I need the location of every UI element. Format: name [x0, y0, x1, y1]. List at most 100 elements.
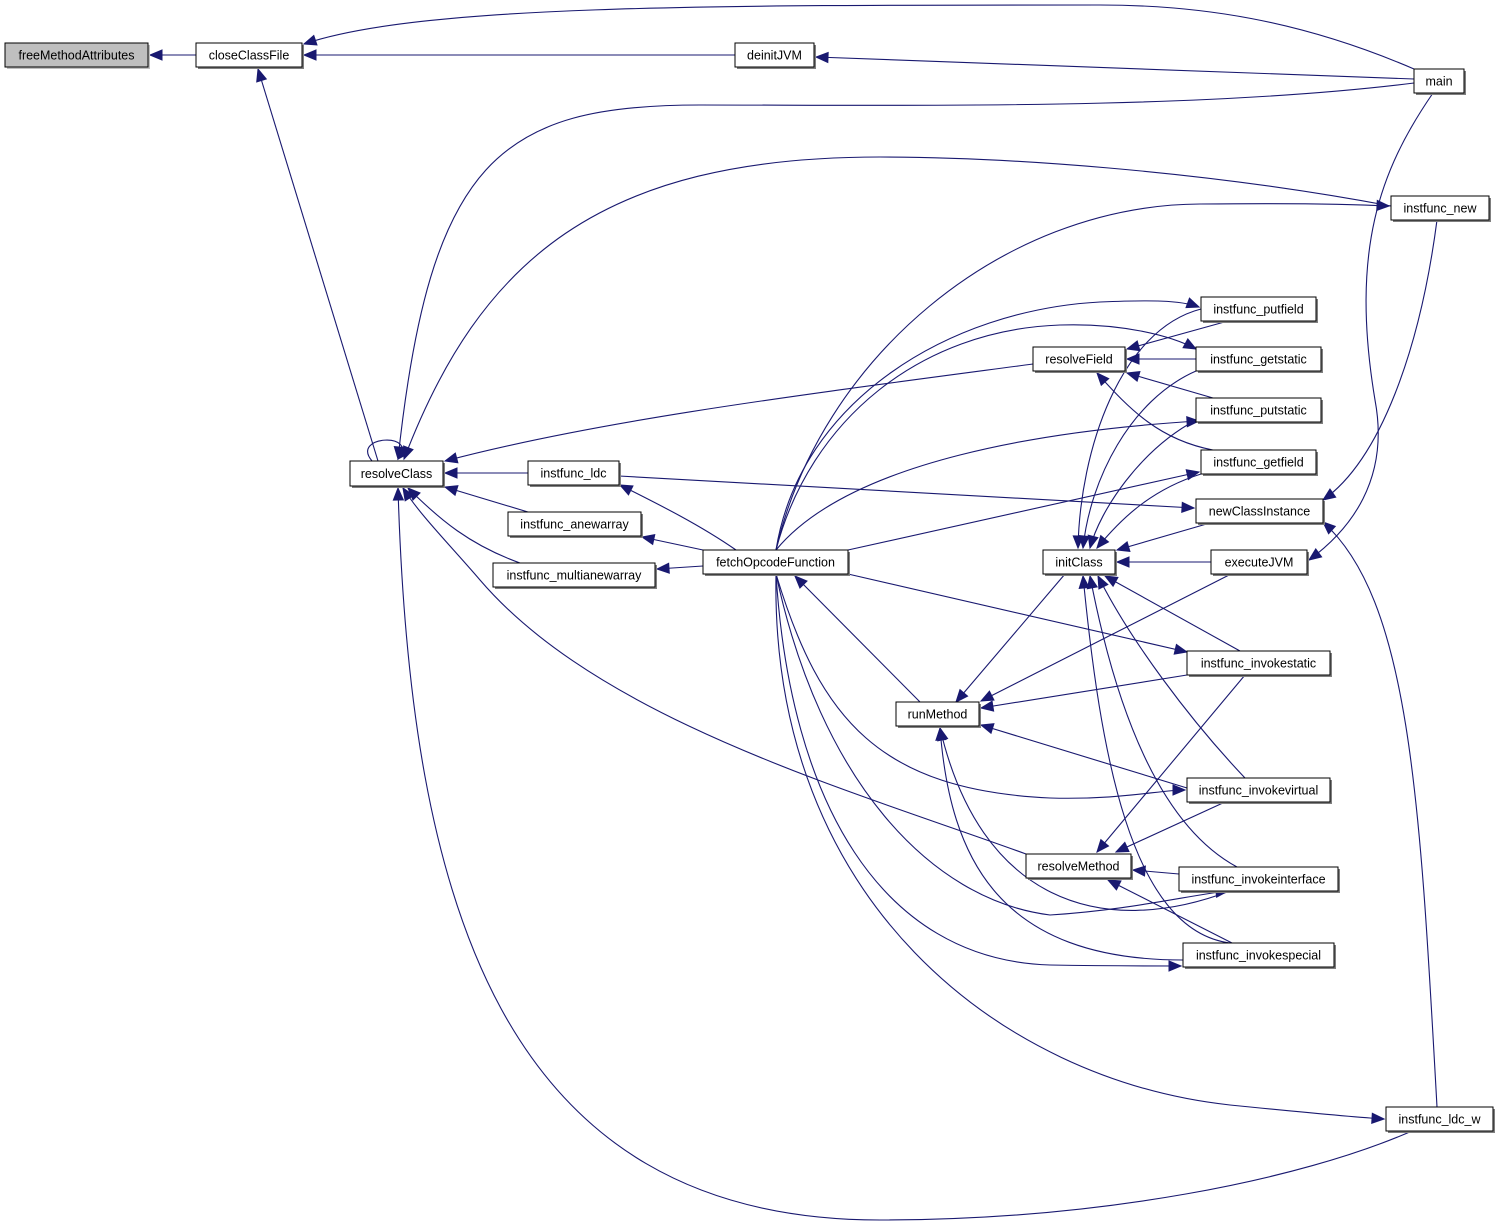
- arrow-head-icon: [392, 486, 405, 501]
- node-newClassInstance[interactable]: newClassInstance: [1195, 498, 1325, 525]
- node-box[interactable]: [1042, 549, 1116, 575]
- edge-line: [1104, 575, 1241, 652]
- node-instfunc_getfield[interactable]: instfunc_getfield: [1200, 449, 1318, 476]
- node-instfunc_ldc[interactable]: instfunc_ldc: [527, 460, 621, 487]
- arrow-head-icon: [1131, 865, 1146, 877]
- node-instfunc_ldc_w[interactable]: instfunc_ldc_w: [1385, 1106, 1495, 1133]
- edge-line: [403, 156, 1392, 460]
- edge-instfunc_ldc_w-to-newClassInstance: [1322, 521, 1438, 1108]
- node-freeMethodAttributes[interactable]: freeMethodAttributes: [4, 42, 150, 69]
- node-label: initClass: [1055, 556, 1102, 570]
- edge-line: [775, 573, 1182, 967]
- edge-instfunc_getfield-to-initClass: [1096, 473, 1202, 550]
- arrow-head-icon: [1114, 841, 1130, 853]
- node-instfunc_invokeinterface[interactable]: instfunc_invokeinterface: [1178, 866, 1340, 893]
- node-instfunc_multianewarray[interactable]: instfunc_multianewarray: [492, 562, 657, 589]
- node-instfunc_getstatic[interactable]: instfunc_getstatic: [1195, 346, 1323, 373]
- edge-newClassInstance-to-initClass: [1115, 522, 1211, 553]
- node-fetchOpcodeFunction[interactable]: fetchOpcodeFunction: [702, 549, 850, 576]
- edge-line: [939, 727, 1231, 911]
- arrow-head-icon: [1096, 838, 1110, 853]
- node-box[interactable]: [1413, 68, 1465, 94]
- node-instfunc_invokespecial[interactable]: instfunc_invokespecial: [1182, 942, 1336, 969]
- arrow-head-icon: [1096, 372, 1110, 387]
- node-label: newClassInstance: [1209, 505, 1310, 519]
- node-instfunc_anewarray[interactable]: instfunc_anewarray: [507, 511, 643, 538]
- node-box[interactable]: [1390, 195, 1490, 221]
- node-initClass[interactable]: initClass: [1042, 549, 1117, 576]
- edge-line: [1096, 674, 1246, 853]
- edge-line: [847, 573, 1188, 653]
- node-deinitJVM[interactable]: deinitJVM: [734, 42, 816, 69]
- edge-line: [397, 487, 1413, 1221]
- node-box[interactable]: [1032, 346, 1126, 372]
- edge-line: [980, 674, 1188, 709]
- node-box[interactable]: [492, 562, 656, 588]
- arrow-head-icon: [1125, 340, 1141, 352]
- node-runMethod[interactable]: runMethod: [895, 701, 981, 728]
- node-box[interactable]: [1025, 853, 1132, 879]
- node-instfunc_putfield[interactable]: instfunc_putfield: [1200, 296, 1318, 323]
- edge-instfunc_invokestatic-to-initClass: [1103, 575, 1241, 652]
- edge-instfunc_putfield-to-resolveField: [1125, 320, 1229, 352]
- arrow-head-icon: [1115, 556, 1130, 568]
- node-box[interactable]: [527, 460, 620, 486]
- arrow-head-icon: [1097, 574, 1109, 590]
- arrow-head-icon: [443, 452, 459, 464]
- edge-line: [775, 324, 1197, 551]
- node-resolveMethod[interactable]: resolveMethod: [1025, 853, 1133, 880]
- edge-line: [847, 471, 1200, 551]
- node-label: main: [1425, 75, 1452, 89]
- arrow-head-icon: [618, 484, 634, 496]
- arrow-head-icon: [1185, 469, 1201, 481]
- edge-resolveField-to-resolveClass: [443, 363, 1034, 464]
- node-box[interactable]: [1200, 296, 1317, 322]
- edge-instfunc_new-to-newClassInstance: [1321, 219, 1438, 501]
- edge-line: [1322, 219, 1438, 501]
- node-instfunc_new[interactable]: instfunc_new: [1390, 195, 1491, 222]
- node-box[interactable]: [1200, 449, 1317, 475]
- node-label: instfunc_invokestatic: [1201, 657, 1316, 671]
- node-executeJVM[interactable]: executeJVM: [1210, 549, 1309, 576]
- node-box[interactable]: [1195, 397, 1322, 423]
- node-box[interactable]: [1182, 942, 1335, 968]
- edge-line: [775, 300, 1200, 551]
- node-box[interactable]: [895, 701, 980, 727]
- node-main[interactable]: main: [1413, 68, 1466, 95]
- node-box[interactable]: [1186, 650, 1331, 676]
- node-instfunc_invokestatic[interactable]: instfunc_invokestatic: [1186, 650, 1332, 677]
- edge-instfunc_getstatic-to-initClass: [1078, 370, 1197, 550]
- edge-line: [955, 573, 1066, 703]
- edge-instfunc_invokespecial-to-initClass: [1078, 574, 1231, 944]
- edge-deinitJVM-to-closeClassFile: [302, 49, 735, 61]
- arrow-head-icon: [397, 445, 411, 461]
- edge-line: [618, 475, 1195, 509]
- node-box[interactable]: [4, 42, 149, 68]
- arrow-head-icon: [794, 575, 808, 589]
- edge-line: [1077, 308, 1202, 549]
- node-closeClassFile[interactable]: closeClassFile: [195, 42, 304, 69]
- node-box[interactable]: [702, 549, 849, 575]
- node-resolveField[interactable]: resolveField: [1032, 346, 1127, 373]
- arrow-head-icon: [1168, 960, 1183, 972]
- node-label: freeMethodAttributes: [18, 49, 134, 63]
- node-resolveClass[interactable]: resolveClass: [349, 460, 445, 488]
- node-box[interactable]: [1210, 549, 1308, 575]
- edge-fetchOpcodeFunction-to-instfunc_invokestatic: [847, 573, 1189, 655]
- edge-fetchOpcodeFunction-to-instfunc_ldc: [618, 484, 737, 551]
- node-box[interactable]: [349, 460, 444, 487]
- node-box[interactable]: [1195, 498, 1324, 524]
- node-instfunc_putstatic[interactable]: instfunc_putstatic: [1195, 397, 1323, 424]
- arrow-head-icon: [1172, 784, 1187, 796]
- edge-instfunc_invokestatic-to-resolveMethod: [1096, 674, 1246, 853]
- node-box[interactable]: [1178, 866, 1339, 892]
- node-box[interactable]: [507, 511, 642, 537]
- node-box[interactable]: [195, 42, 303, 68]
- edge-instfunc_invokestatic-to-runMethod: [979, 674, 1188, 712]
- arrow-head-icon: [1181, 501, 1196, 514]
- node-box[interactable]: [1385, 1106, 1494, 1132]
- node-box[interactable]: [1195, 346, 1322, 372]
- node-box[interactable]: [734, 42, 815, 68]
- node-instfunc_invokevirtual[interactable]: instfunc_invokevirtual: [1186, 777, 1332, 804]
- node-box[interactable]: [1186, 777, 1331, 803]
